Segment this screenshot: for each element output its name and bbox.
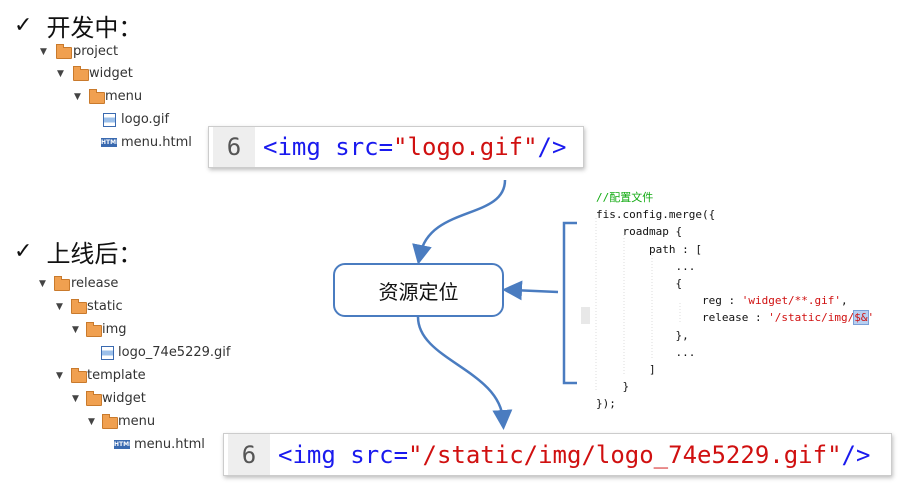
- code-comment: //配置文件: [596, 191, 654, 204]
- folder-icon: [102, 414, 118, 429]
- code-line: });: [596, 397, 616, 411]
- online-code-callout: 6 <img src="/static/img/logo_74e5229.gif…: [223, 433, 892, 476]
- folder-icon: [71, 368, 87, 383]
- resource-locate-label: 资源定位: [378, 279, 459, 304]
- folder-icon: [71, 299, 87, 314]
- image-file-icon: [103, 113, 116, 127]
- code-string: ': [867, 311, 875, 325]
- tag-open: <img src=: [263, 133, 394, 161]
- code-line: },: [596, 328, 689, 342]
- tag-close: />: [841, 440, 871, 469]
- tree-label: logo_74e5229.gif: [118, 345, 231, 360]
- folder-icon: [86, 391, 102, 406]
- code-key: release :: [596, 311, 769, 325]
- html-file-icon: HTML: [101, 138, 120, 147]
- config-bracket: [562, 221, 577, 385]
- tree-label: menu.html: [134, 437, 205, 452]
- folder-icon: [54, 276, 70, 291]
- line-number: 6: [228, 434, 270, 475]
- code-line: ]: [596, 363, 656, 377]
- tree-label: menu: [118, 414, 156, 429]
- expand-arrow-icon[interactable]: ▼: [74, 92, 81, 102]
- dev-code-callout: 6 <img src="logo.gif"/>: [208, 126, 584, 168]
- tag-open: <img src=: [278, 440, 409, 469]
- code-punct: ,: [841, 294, 848, 308]
- expand-arrow-icon[interactable]: ▼: [72, 325, 79, 335]
- expand-arrow-icon[interactable]: ▼: [56, 371, 63, 381]
- src-value: "logo.gif": [393, 133, 538, 161]
- code-line: }: [596, 380, 630, 394]
- gutter-marker: [581, 307, 590, 324]
- tree-label: release: [71, 276, 119, 291]
- check-icon: ✓: [14, 13, 33, 38]
- code-line: ...: [596, 259, 696, 273]
- tree-label: menu.html: [121, 135, 192, 150]
- code-line: ...: [596, 345, 696, 359]
- code-string: 'widget/**.gif': [741, 294, 842, 308]
- dev-heading: ✓ 开发中：: [14, 8, 142, 43]
- code-key: reg :: [596, 294, 742, 308]
- tree-label: img: [102, 322, 127, 337]
- tree-label: static: [87, 299, 123, 314]
- html-file-icon: HTML: [114, 440, 133, 449]
- folder-icon: [89, 89, 105, 104]
- image-file-icon: [101, 346, 114, 360]
- folder-icon: [86, 322, 102, 337]
- code-line: path : [: [596, 242, 702, 256]
- code-line: fis.config.merge({: [596, 208, 716, 222]
- expand-arrow-icon[interactable]: ▼: [40, 47, 47, 57]
- online-heading-text: 上线后：: [46, 240, 143, 268]
- config-code: //配置文件 fis.config.merge({ roadmap { path…: [596, 189, 874, 413]
- tree-label: menu: [105, 89, 143, 104]
- expand-arrow-icon[interactable]: ▼: [56, 302, 63, 312]
- line-number: 6: [213, 127, 255, 167]
- code-line: roadmap {: [596, 225, 683, 239]
- expand-arrow-icon[interactable]: ▼: [72, 394, 79, 404]
- folder-icon: [73, 66, 89, 81]
- check-icon: ✓: [14, 239, 33, 264]
- expand-arrow-icon[interactable]: ▼: [88, 417, 95, 427]
- tag-close: />: [537, 133, 567, 161]
- tree-label: project: [73, 44, 119, 59]
- dev-heading-text: 开发中：: [46, 14, 143, 42]
- code-line: {: [596, 277, 683, 291]
- arrow-config-to-center: [502, 280, 559, 301]
- tree-label: logo.gif: [121, 112, 170, 127]
- tree-label: widget: [89, 66, 133, 81]
- src-value: "/static/img/logo_74e5229.gif": [408, 440, 842, 469]
- code-string: '/static/img/: [768, 311, 855, 325]
- online-heading: ✓ 上线后：: [14, 234, 142, 269]
- tree-label: template: [87, 368, 146, 383]
- expand-arrow-icon[interactable]: ▼: [57, 69, 64, 79]
- arrow-center-to-output: [416, 316, 513, 430]
- tree-label: widget: [102, 391, 146, 406]
- arrow-down-to-center: [412, 179, 507, 265]
- expand-arrow-icon[interactable]: ▼: [39, 279, 46, 289]
- code-highlight: $&: [853, 310, 869, 326]
- folder-icon: [56, 44, 72, 59]
- resource-locate-node: 资源定位: [333, 263, 504, 317]
